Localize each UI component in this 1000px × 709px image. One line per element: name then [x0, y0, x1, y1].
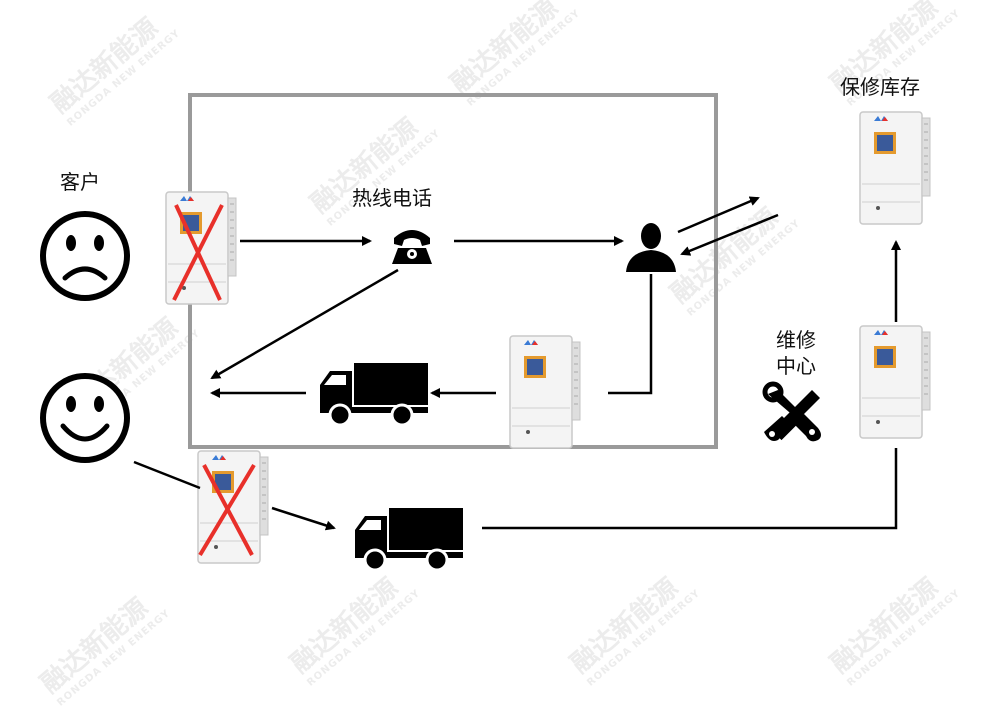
telephone-icon: [392, 230, 432, 264]
customer-label: 客户: [60, 170, 100, 194]
wrench-screwdriver-icon: [762, 381, 821, 442]
repair-center-label-line1: 维修: [776, 328, 816, 352]
sad-face-icon: [43, 214, 127, 298]
cross-mark: [198, 463, 256, 557]
hotline-label: 热线电话: [352, 186, 432, 210]
line-truck-to-repair: [482, 448, 898, 530]
cross-mark: [172, 204, 224, 301]
happy-face-icon: [43, 376, 127, 460]
arrow-return-to-truck: [271, 506, 336, 531]
inverter-device-icon: [197, 450, 269, 564]
warranty-stock-inverter: [859, 111, 931, 225]
truck-icon: [318, 361, 430, 427]
arrow-stock-to-agent: [680, 213, 779, 256]
repair-center-label-line2: 中心: [776, 354, 816, 378]
truck-icon: [353, 506, 465, 572]
line-customer-return: [133, 460, 201, 490]
person-icon: [626, 223, 676, 272]
arrow-agent-to-stock: [677, 196, 760, 234]
faulty-inverter: [165, 191, 237, 305]
replacement-inverter: [509, 335, 581, 449]
process-diagram: [0, 93, 931, 572]
repaired-inverter: [859, 325, 931, 439]
line-agent-to-shipping: [608, 274, 653, 395]
warranty-stock-label: 保修库存: [840, 75, 920, 99]
arrow-hotline-to-customer: [210, 268, 399, 380]
faulty-inverter-returned: [197, 450, 269, 564]
